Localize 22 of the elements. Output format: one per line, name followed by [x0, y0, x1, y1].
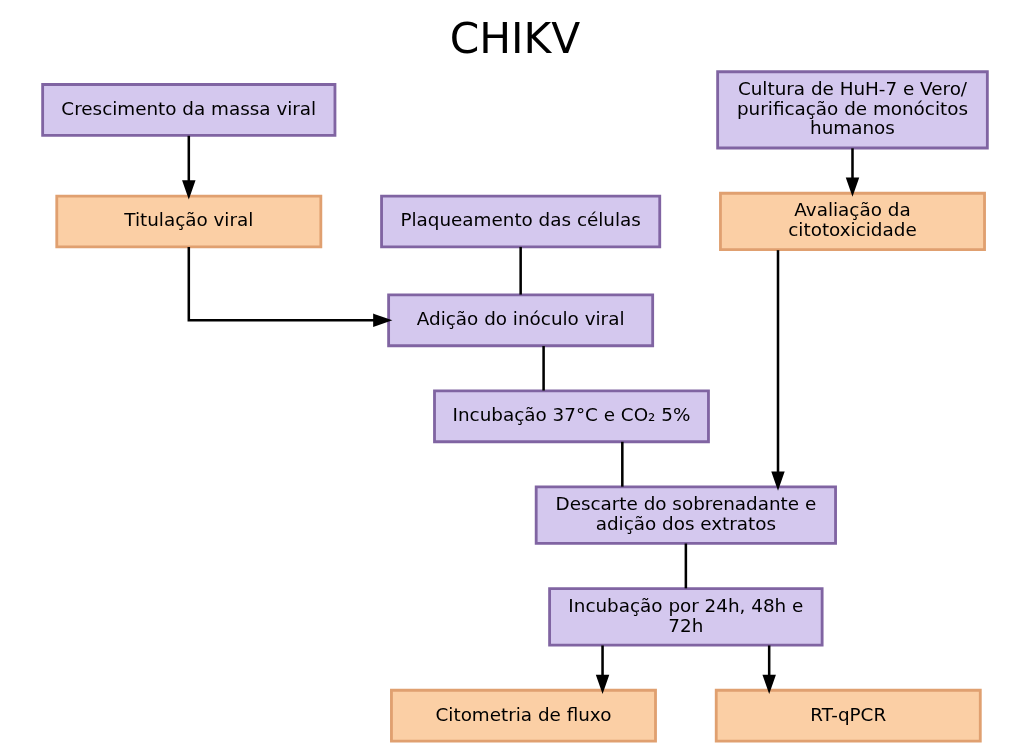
arrow [845, 148, 860, 197]
node-box: Titulação viral [55, 194, 323, 249]
arrow [187, 246, 393, 328]
node-box: Incubação 37°C e CO₂ 5% [433, 389, 710, 444]
node-box: RT-qPCR [714, 688, 982, 743]
node-box: Crescimento da massa viral [41, 83, 337, 137]
connector [684, 543, 688, 589]
arrow [182, 135, 196, 200]
arrow [595, 645, 610, 695]
node-box: Plaqueamento das células [380, 194, 662, 249]
arrow [771, 250, 785, 491]
node-box: Avaliação da citotoxicidade [719, 191, 986, 252]
node-box: Incubação por 24h, 48h e 72h [548, 587, 824, 647]
connector [519, 246, 522, 295]
node-box: Adição do inóculo viral [387, 293, 655, 348]
node-box: Cultura de HuH-7 e Vero/ purificação de monócitos humanos [716, 70, 989, 150]
connector [621, 441, 624, 487]
node-box: Descarte do sobrenadante e adição dos extratos [534, 485, 837, 545]
node-box: Citometria de fluxo [390, 688, 657, 743]
connector [542, 346, 545, 391]
arrow [762, 645, 776, 695]
diagram-title: CHIKV [449, 14, 581, 64]
